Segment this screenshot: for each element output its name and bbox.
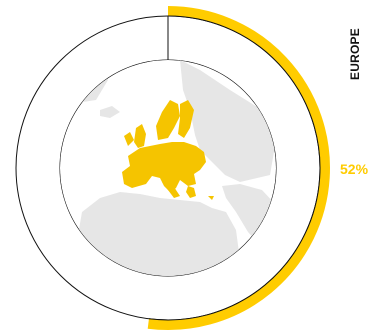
data-label-percentage: 52% [340,161,369,177]
pie-slice-europe-edge [148,15,321,321]
pie-slice-europe [147,6,330,330]
region-label-text: EUROPE [348,28,363,80]
europe-highlight [122,100,214,200]
globe-europe-map-icon [60,60,276,276]
legend-label-europe: EUROPE [337,24,373,84]
